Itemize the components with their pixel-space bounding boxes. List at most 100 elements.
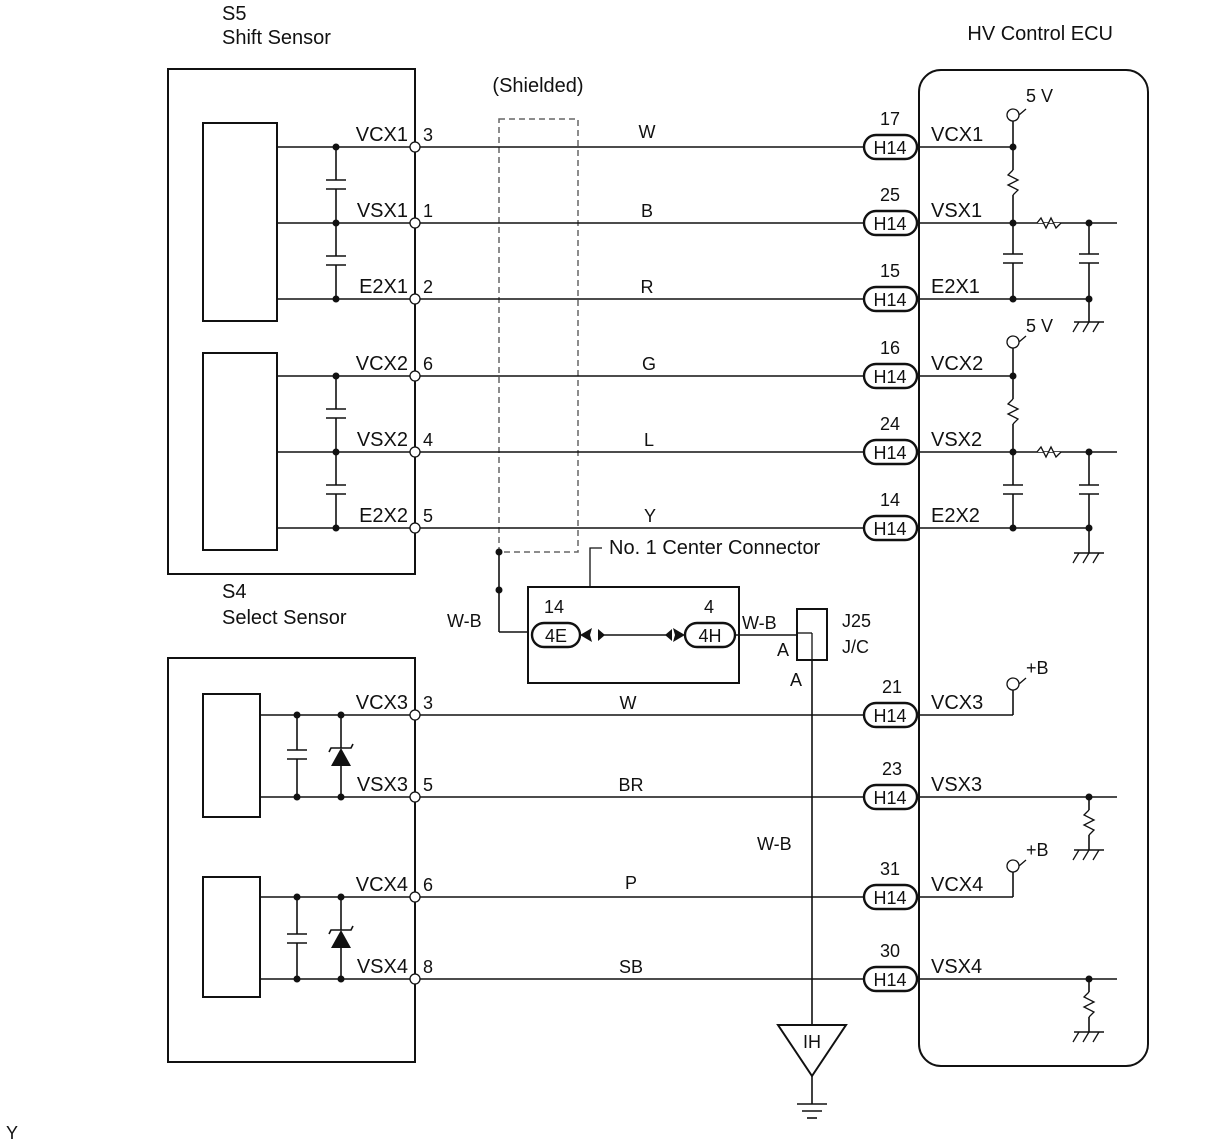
ecu-connector-pill: [862, 133, 919, 161]
select-node-cap-1-top: [293, 711, 301, 719]
ecu-internal: 5 V 5 V: [919, 86, 1117, 1043]
select-node-diode-1-bottom: [337, 793, 345, 801]
ecu-resistor-4: [1036, 445, 1062, 459]
wire-color: BR: [618, 775, 643, 795]
sensor-pin: 6: [423, 354, 433, 374]
select-diode-2: [331, 930, 351, 948]
circuit-e2x2: E2X2 5 Y 14 H14 E2X2: [359, 490, 980, 542]
ecu-connector-pill: [862, 883, 919, 911]
sensor-pin: 4: [423, 430, 433, 450]
center-connector-leader: [589, 547, 602, 587]
ecu-b-2-leader: [1018, 859, 1027, 867]
shift-sensor-name: Shift Sensor: [222, 27, 331, 49]
center-connector-4h-label: 4H: [698, 626, 721, 646]
ecu-pin: 24: [880, 414, 900, 434]
shift-sensor-element-2: [202, 352, 278, 551]
ecu-gnd-4-hatch-1: [1072, 1031, 1080, 1043]
select-sensor-element-2: [202, 876, 261, 998]
ecu-connector-pill: [862, 965, 919, 993]
shift-sensor-code: S5: [222, 3, 246, 25]
ecu-name: HV Control ECU: [967, 23, 1113, 45]
circuit-vsx1: VSX1 1 B 25 H14 VSX1: [357, 185, 982, 237]
ecu-5v-1-terminal: [1006, 108, 1020, 122]
ecu-terminal: E2X1: [931, 276, 980, 298]
ecu-gnd-4-hatch-3: [1092, 1031, 1100, 1043]
ecu-connector-label: H14: [873, 519, 906, 539]
sensor-pin: 2: [423, 277, 433, 297]
ecu-node-e2x1: [1009, 295, 1017, 303]
ecu-connector-pill: [862, 438, 919, 466]
ecu-resistor-6: [1082, 991, 1096, 1018]
ecu-connector-label: H14: [873, 706, 906, 726]
wire-color: SB: [619, 957, 643, 977]
shift-node-vcx1: [332, 143, 340, 151]
junction-pin-a2: A: [790, 670, 802, 690]
ecu-pin: 30: [880, 941, 900, 961]
ecu-b-1-terminal: [1006, 677, 1020, 691]
ground-wire-right-label: W-B: [742, 613, 777, 633]
shield-node-top: [495, 548, 503, 556]
ecu-connector-label: H14: [873, 290, 906, 310]
pin-e2x1: [409, 293, 421, 305]
pin-vsx3: [409, 791, 421, 803]
wire-color: W: [620, 693, 637, 713]
circuit-vsx3: VSX3 5 BR 23 H14 VSX3: [357, 759, 982, 811]
select-node-cap-2-bottom: [293, 975, 301, 983]
ecu-pin: 21: [882, 677, 902, 697]
circuit-vsx2: VSX2 4 L 24 H14 VSX2: [357, 414, 982, 466]
ecu-gnd-3-hatch-1: [1072, 849, 1080, 861]
circuit-e2x1: E2X1 2 R 15 H14 E2X1: [359, 261, 980, 313]
ecu-connector-pill: [862, 362, 919, 390]
ecu-node-vsx2-cap: [1085, 448, 1093, 456]
select-sensor-name: Select Sensor: [222, 607, 347, 629]
sensor-pin: 3: [423, 125, 433, 145]
shift-node-vcx2: [332, 372, 340, 380]
ecu-b-2-terminal: [1006, 859, 1020, 873]
shift-sensor-internal: [277, 143, 415, 532]
junction-pin-a: A: [777, 640, 789, 660]
sensor-terminal: VCX2: [356, 353, 408, 375]
ecu-box: [918, 69, 1149, 1067]
circuit-vsx4: VSX4 8 SB 30 H14 VSX4: [357, 941, 982, 993]
ground-wire-down-label: W-B: [757, 834, 792, 854]
pin-e2x2: [409, 522, 421, 534]
pin-vcx2: [409, 370, 421, 382]
center-connector-name: No. 1 Center Connector: [609, 537, 821, 559]
pin-vcx4: [409, 891, 421, 903]
ecu-pin: 15: [880, 261, 900, 281]
select-node-cap-1-bottom: [293, 793, 301, 801]
ecu-connector-pill: [862, 285, 919, 313]
shift-node-e2x1: [332, 295, 340, 303]
supply-5v-label-1: 5 V: [1026, 86, 1053, 106]
center-connector-right-arrow: [665, 629, 672, 641]
ground-ih-symbol: [776, 1024, 848, 1078]
ecu-node-e2x2-cap: [1085, 524, 1093, 532]
ecu-terminal: VSX4: [931, 956, 982, 978]
wire-color: P: [625, 873, 637, 893]
select-node-cap-2-top: [293, 893, 301, 901]
ecu-pin: 16: [880, 338, 900, 358]
wire-color: W: [639, 122, 656, 142]
sensor-terminal: VSX2: [357, 429, 408, 451]
ecu-terminal: VSX1: [931, 200, 982, 222]
ecu-gnd-3-hatch-2: [1082, 849, 1090, 861]
circuit-vcx2: VCX2 6 G 16 H14 VCX2: [356, 338, 983, 390]
ecu-terminal: VCX2: [931, 353, 983, 375]
sensor-terminal: E2X1: [359, 276, 408, 298]
ecu-connector-label: H14: [873, 367, 906, 387]
select-diode-1: [331, 748, 351, 766]
circuit-vcx3: VCX3 3 W 21 H14 VCX3: [356, 677, 983, 729]
center-connector-4e-label: 4E: [545, 626, 567, 646]
select-node-diode-1-top: [337, 711, 345, 719]
ecu-5v-1-leader: [1018, 108, 1027, 116]
select-sensor-internal: [260, 711, 415, 983]
ecu-resistor-2: [1036, 216, 1062, 230]
sensor-terminal: VCX3: [356, 692, 408, 714]
sensor-pin: 5: [423, 775, 433, 795]
ecu-resistor-1: [1006, 169, 1020, 196]
ecu-node-e2x1-cap: [1085, 295, 1093, 303]
ecu-pin: 25: [880, 185, 900, 205]
ecu-terminal: VCX3: [931, 692, 983, 714]
shift-node-vsx1: [332, 219, 340, 227]
